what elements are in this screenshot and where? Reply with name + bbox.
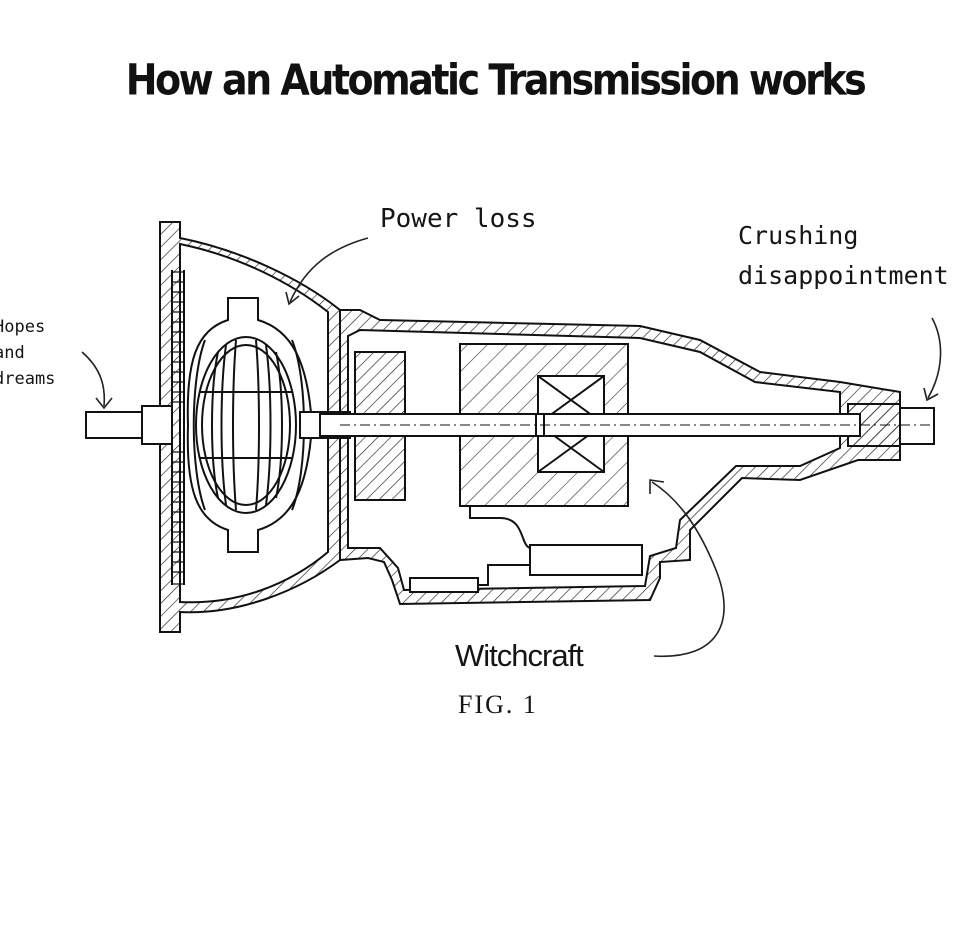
flexplate: [171, 271, 185, 585]
arrows: [81, 237, 942, 657]
label-power-loss: Power loss: [380, 204, 537, 234]
figure-caption: FIG. 1: [458, 690, 538, 719]
torque-converter: [186, 297, 314, 553]
label-witchcraft: Witchcraft: [455, 638, 584, 673]
label-crushing: Crushing: [738, 221, 859, 250]
label-dreams: dreams: [0, 369, 56, 389]
input-shaft: [85, 405, 935, 445]
label-crushing-disappointment: Crushing disappointment: [738, 216, 949, 296]
label-hopes: Hopes: [0, 317, 46, 337]
diagram-title: How an Automatic Transmission works: [125, 55, 867, 105]
label-disappointment: disappointment: [738, 261, 949, 290]
valve-body: [409, 505, 643, 593]
label-hopes-and-dreams: Hopes and dreams: [0, 314, 55, 392]
label-and: and: [0, 343, 25, 363]
